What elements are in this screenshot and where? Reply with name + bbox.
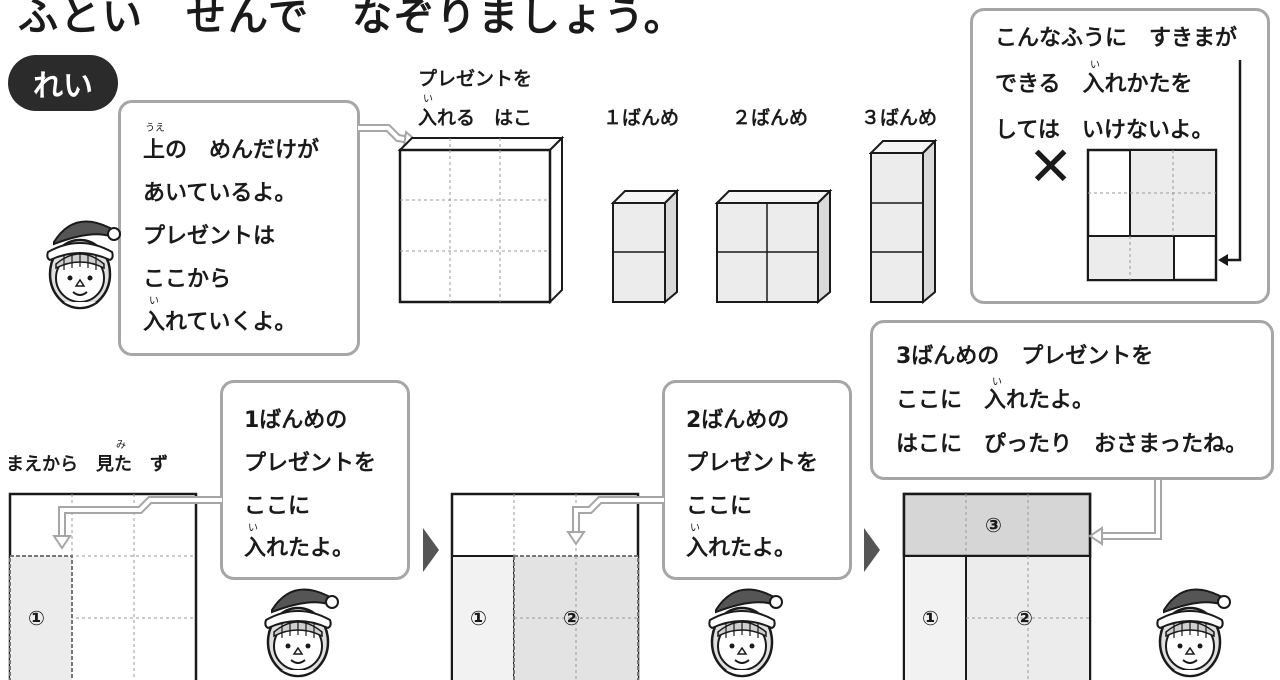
intro-line-1: 上の めんだけが [143, 138, 320, 163]
intro-line-3: プレゼントは [143, 224, 276, 249]
example-badge: れい [8, 55, 118, 111]
front-view-label: まえから 見た ず [6, 454, 168, 475]
front-view-step3 [902, 492, 1092, 680]
second-gift-header: ２ばんめ [732, 107, 809, 129]
step2-line-2: プレゼントを [686, 451, 819, 476]
step2-line-3: ここに [686, 494, 753, 519]
piece-3-label-c: ③ [985, 513, 1002, 537]
step2-line-1: 2ばんめの [686, 408, 790, 433]
warning-line-3: しては いけないよ。 [995, 118, 1214, 143]
ruby-ue: うえ [145, 123, 165, 134]
step3-bubble-text: 3ばんめの プレゼントを い ここに 入れたよ。 はこに ぴったり おさまったね… [896, 346, 1268, 466]
wrong-mark: ✕ [1028, 135, 1074, 198]
front-view-step2 [450, 492, 640, 680]
step1-line-2: プレゼントを [244, 451, 377, 476]
step2-bubble-text: 2ばんめの プレゼントを ここに い 入れたよ。 [686, 410, 846, 570]
piece-1-label-a: ① [28, 606, 45, 630]
step1-line-4: 入れたよ。 [244, 536, 355, 561]
step1-line-3: ここに [244, 494, 311, 519]
step1-bubble-text: 1ばんめの プレゼントを ここに い 入れたよ。 [244, 410, 404, 570]
next-arrow-2 [864, 528, 880, 572]
page-title: ふとい せんで なぞりましょう。 [18, 0, 686, 40]
piece-1-label-c: ① [922, 606, 939, 630]
step3-line-2: ここに 入れたよ。 [896, 388, 1095, 413]
ruby-i-step3: い [992, 377, 1002, 388]
front-view-ruby: み [116, 440, 126, 451]
second-gift-icon [714, 188, 833, 305]
piece-2-label-c: ② [1016, 606, 1033, 630]
gift-box-header-line1: プレゼントを [418, 68, 533, 90]
step1-line-1: 1ばんめの [244, 408, 348, 433]
intro-line-5: 入れていくよ。 [143, 310, 297, 335]
gift-box-ruby: い [423, 94, 433, 105]
piece-2-label-b: ② [563, 606, 580, 630]
step3-bubble [870, 320, 1274, 480]
step3-line-1: 3ばんめの プレゼントを [896, 344, 1154, 369]
intro-bubble-text: うえ 上の めんだけが あいているよ。 プレゼントは ここから い 入れていくよ… [143, 124, 353, 350]
warning-line-2: できる 入れかたを [995, 72, 1193, 97]
intro-line-2: あいているよ。 [143, 181, 297, 206]
intro-bubble [118, 100, 360, 356]
ruby-i-step2: い [690, 523, 700, 534]
step2-line-4: 入れたよ。 [686, 536, 797, 561]
ruby-i-intro: い [149, 296, 159, 307]
third-gift-icon [868, 138, 938, 305]
intro-line-4: ここから [143, 267, 232, 292]
warning-line-1: こんなふうに すきまが [995, 26, 1238, 51]
step3-line-3: はこに ぴったり おさまったね。 [896, 432, 1248, 457]
third-gift-header: ３ばんめ [861, 107, 938, 129]
first-gift-header: １ばんめ [603, 107, 680, 129]
ruby-i-warning: い [1090, 60, 1100, 71]
first-gift-icon [610, 188, 680, 305]
wrong-arrangement-diagram [1086, 60, 1242, 282]
piece-1-label-b: ① [470, 606, 487, 630]
next-arrow-1 [423, 528, 439, 572]
open-gift-box [397, 135, 565, 305]
step2-bubble [662, 380, 852, 580]
gift-box-header-line2: 入れる はこ [418, 107, 533, 129]
front-view-step1 [8, 492, 198, 680]
warning-bubble-text: こんなふうに すきまが い できる 入れかたを しては いけないよ。 [995, 26, 1255, 142]
step1-bubble [220, 380, 410, 580]
ruby-i-step1: い [248, 523, 258, 534]
